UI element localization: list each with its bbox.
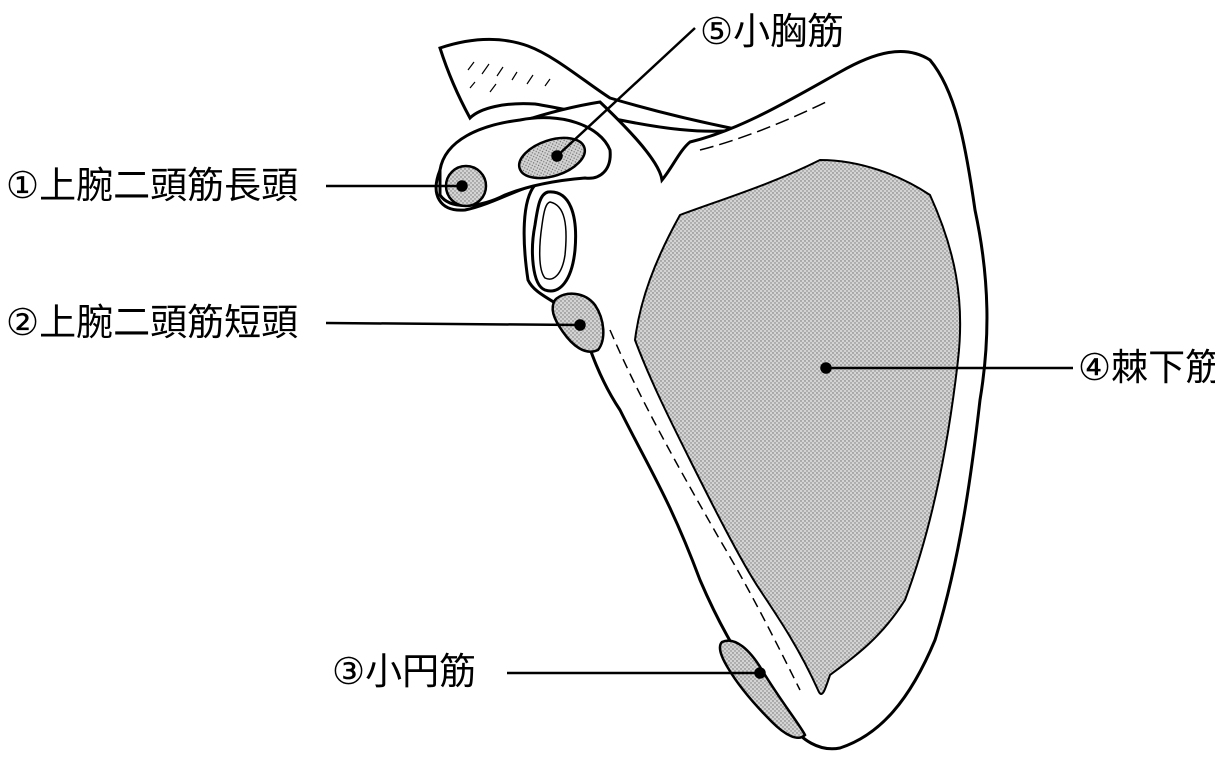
label-teres-minor: ③小円筋 (332, 652, 476, 692)
label-1-text: 上腕二頭筋長頭 (39, 164, 298, 207)
label-5-number: ⑤ (700, 10, 733, 53)
label-infraspinatus: ④棘下筋 (1078, 348, 1215, 388)
label-5-text: 小胸筋 (733, 10, 844, 53)
label-2-number: ② (6, 301, 39, 344)
label-biceps-short-head: ②上腕二頭筋短頭 (6, 303, 298, 343)
leader-dot-2 (576, 321, 585, 330)
leader-dot-3 (756, 669, 765, 678)
label-biceps-long-head: ①上腕二頭筋長頭 (6, 166, 298, 206)
leader-dot-5 (553, 152, 562, 161)
label-1-number: ① (6, 164, 39, 207)
glenoid-cavity (532, 192, 575, 291)
leader-line-2 (326, 323, 580, 325)
leader-dot-1 (458, 182, 467, 191)
label-2-text: 上腕二頭筋短頭 (39, 301, 298, 344)
leader-dot-4 (822, 364, 831, 373)
label-3-text: 小円筋 (365, 650, 476, 693)
label-4-text: 棘下筋 (1111, 346, 1215, 389)
label-4-number: ④ (1078, 346, 1111, 389)
label-3-number: ③ (332, 650, 365, 693)
label-pectoralis-minor: ⑤小胸筋 (700, 12, 844, 52)
